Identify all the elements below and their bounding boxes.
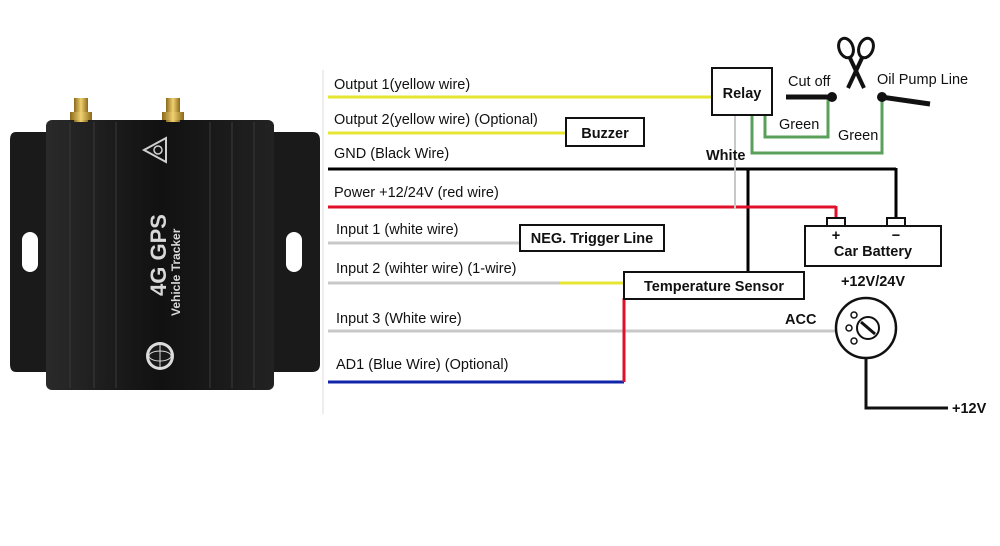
buzzer-box: Buzzer (565, 117, 645, 147)
temperature-sensor-label: Temperature Sensor (644, 279, 784, 295)
wire-green-inner (763, 98, 830, 139)
antenna-connector-left (70, 98, 92, 122)
wire-green-outer (750, 98, 884, 155)
green-label-1: Green (779, 117, 819, 133)
device-brand-text: 4G GPS (146, 214, 171, 296)
gps-tracker-device: 4G GPS Vehicle Tracker (10, 98, 320, 390)
label-input1: Input 1 (white wire) (336, 222, 459, 238)
cut-off-terminal (827, 92, 837, 102)
heatsink-ribs (69, 122, 255, 388)
wire-labels: Output 1(yellow wire) Output 2(yellow wi… (334, 77, 538, 373)
ignition-switch-icon (834, 296, 898, 360)
label-output2: Output 2(yellow wire) (Optional) (334, 112, 538, 128)
temperature-sensor-box: Temperature Sensor (623, 271, 805, 300)
car-battery-label: Car Battery (834, 244, 912, 260)
battery-minus-terminal (886, 217, 906, 227)
label-power: Power +12/24V (red wire) (334, 185, 499, 201)
wires (328, 92, 948, 410)
scissors-icon (837, 36, 875, 89)
neg-trigger-label: NEG. Trigger Line (531, 231, 653, 247)
globe-logo-icon (146, 342, 174, 370)
wire-ignition-12v (864, 355, 948, 410)
device-body (46, 120, 274, 390)
buzzer-label: Buzzer (581, 126, 629, 142)
oil-pump-wire (880, 94, 931, 107)
green-label-2: Green (838, 128, 878, 144)
label-input3: Input 3 (White wire) (336, 311, 462, 327)
label-ad1: AD1 (Blue Wire) (Optional) (336, 357, 508, 373)
battery-plus-terminal (826, 217, 846, 227)
antenna-connector-right (162, 98, 184, 122)
right-mount-slot (286, 232, 302, 272)
cut-off-label: Cut off (788, 74, 831, 90)
battery-plus-sign: + (832, 228, 840, 244)
acc-label: ACC (785, 312, 817, 328)
relay-label: Relay (723, 86, 762, 102)
relay-box: Relay (711, 67, 773, 116)
brand-logo-icon (141, 136, 167, 164)
battery-minus-sign: − (892, 228, 900, 244)
misc-labels: Cut off Oil Pump Line Green Green White … (706, 72, 987, 417)
left-mount-slot (22, 232, 38, 272)
battery-voltage-label: +12V/24V (841, 274, 905, 290)
label-output1: Output 1(yellow wire) (334, 77, 470, 93)
device-subtitle-text: Vehicle Tracker (169, 228, 183, 316)
oil-pump-terminal (877, 92, 887, 102)
white-label: White (706, 148, 745, 164)
neg-trigger-box: NEG. Trigger Line (519, 224, 665, 252)
plus12v-label: +12V (952, 401, 987, 417)
label-input2: Input 2 (wihter wire) (1-wire) (336, 261, 517, 277)
oil-pump-line-label: Oil Pump Line (877, 72, 968, 88)
label-gnd: GND (Black Wire) (334, 146, 449, 162)
car-battery: + − Car Battery +12V/24V (804, 217, 942, 290)
